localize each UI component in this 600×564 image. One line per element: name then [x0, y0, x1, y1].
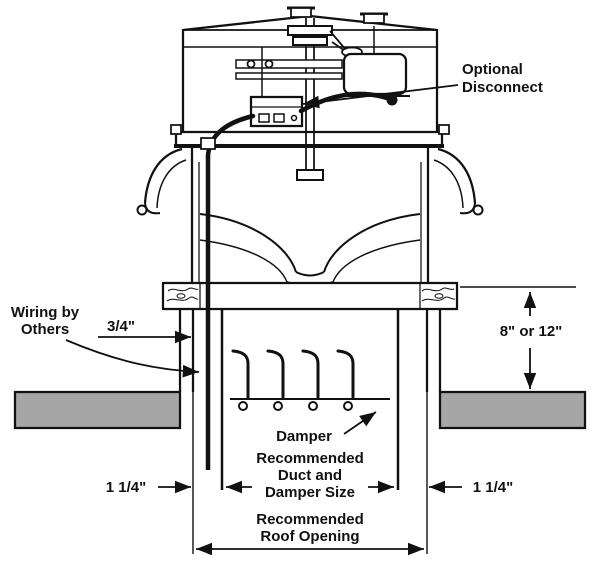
shaft-pulley: [292, 36, 328, 46]
damper-pivot: [273, 401, 283, 411]
support-frame: [235, 47, 343, 97]
label-wiring-by-others: Others: [21, 321, 69, 338]
damper-pivot: [238, 401, 248, 411]
dim-roof-opening: Recommended Roof Opening: [196, 511, 424, 556]
arrow-damper: [343, 411, 377, 435]
wood-nailer-left: [166, 287, 199, 302]
label-wiring-by-others: Wiring by: [11, 304, 80, 321]
roof-slab-left: [13, 390, 182, 430]
arrow-wiring-by-others: [65, 339, 200, 378]
lifting-lug-right: [360, 12, 388, 24]
dim-right-clearance: 1 1/4": [429, 479, 513, 496]
eyelet-right: [472, 204, 484, 216]
wind-band-left: [136, 147, 187, 216]
base-clip-left: [170, 124, 182, 135]
disconnect-box: [249, 95, 304, 128]
damper-pivot: [308, 401, 318, 411]
base-clip-right: [438, 124, 450, 135]
dim-left-clearance: 1 1/4": [106, 479, 191, 496]
wood-nailer-right: [421, 287, 456, 302]
conduit-fitting: [200, 137, 216, 150]
venturi-bowl: [199, 213, 421, 286]
curb-wall-left: [178, 309, 195, 392]
hood-base: [170, 124, 450, 148]
damper-blade: [336, 349, 355, 399]
conduit: [200, 113, 256, 470]
label-left-clearance: 1 1/4": [106, 479, 146, 496]
drive-assembly: [235, 18, 410, 181]
belt: [329, 30, 347, 51]
damper-assembly: [230, 349, 390, 411]
bolt: [246, 59, 256, 69]
label-duct-size: Duct and: [278, 467, 342, 484]
curb-cap: [161, 281, 459, 311]
dim-duct-size: Recommended Duct and Damper Size: [226, 450, 394, 501]
shaft-pulley: [287, 25, 333, 36]
motor: [340, 26, 410, 97]
label-damper: Damper: [276, 428, 332, 445]
label-optional-disconnect: Optional: [462, 61, 523, 78]
damper-blade: [231, 349, 250, 399]
wind-band-right: [433, 147, 484, 216]
annotation-damper: Damper: [276, 411, 377, 445]
annotation-wiring-by-others: Wiring by Others: [11, 304, 200, 378]
label-duct-size: Damper Size: [265, 484, 355, 501]
venturi-body: [190, 148, 430, 283]
lifting-lug-left: [287, 6, 315, 18]
curb-wall-right: [425, 309, 442, 392]
dim-wiring-offset: 3/4": [98, 318, 191, 344]
shaft-hub: [296, 169, 324, 181]
label-right-clearance: 1 1/4": [473, 479, 513, 496]
label-optional-disconnect: Disconnect: [462, 79, 543, 96]
label-roof-opening: Roof Opening: [260, 528, 359, 545]
label-curb-height: 8" or 12": [500, 323, 563, 340]
label-duct-size: Recommended: [256, 450, 364, 467]
cable-connector: [386, 94, 398, 106]
damper-blade: [266, 349, 285, 399]
damper-blade: [301, 349, 320, 399]
damper-pivot: [343, 401, 353, 411]
label-roof-opening: Recommended: [256, 511, 364, 528]
dim-curb-height: 8" or 12": [500, 292, 563, 389]
eyelet-left: [136, 204, 148, 216]
annotation-optional-disconnect: Optional Disconnect: [302, 61, 543, 109]
arrow-optional-disconnect: [302, 84, 459, 109]
label-wiring-offset: 3/4": [107, 318, 135, 335]
bolt: [264, 59, 274, 69]
roof-slab-right: [438, 390, 587, 430]
